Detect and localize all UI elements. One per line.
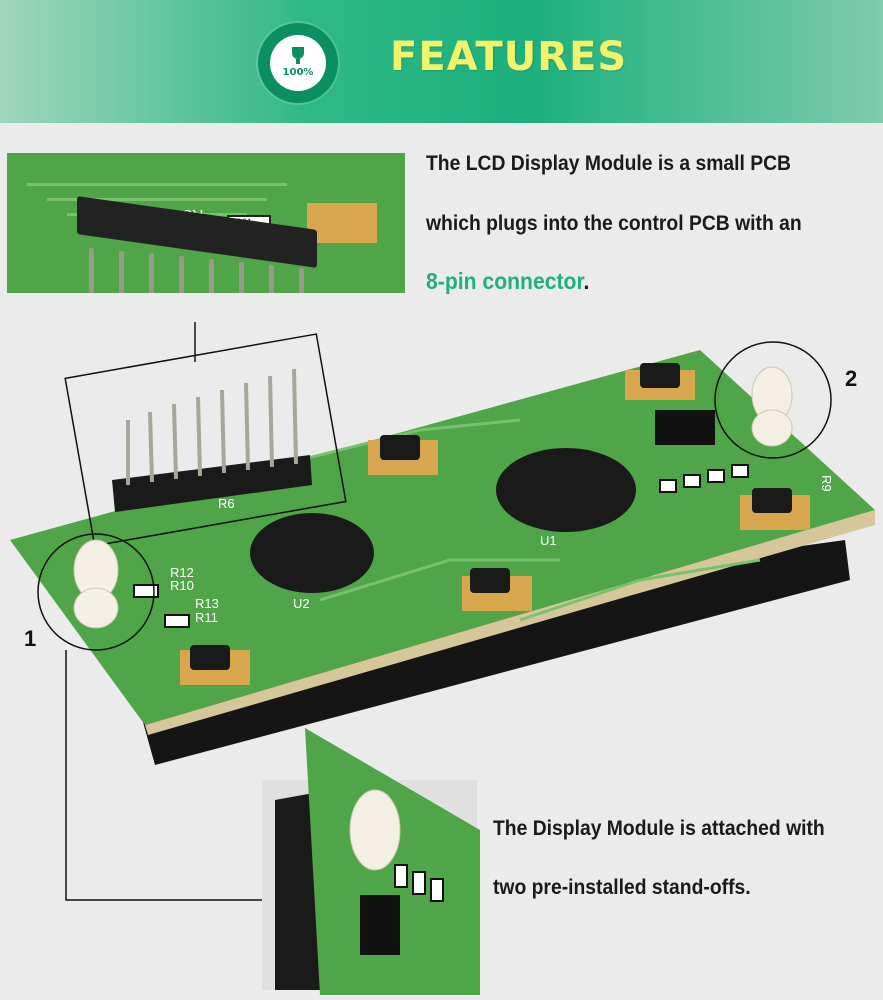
feature-line-3-suffix: . [583, 268, 590, 294]
standoff-closeup [349, 789, 401, 871]
feature-line-1: The LCD Display Module is a small PCB [426, 152, 792, 175]
resistor-component [164, 614, 190, 628]
lcd-housing [120, 540, 850, 765]
chip-u2-blob [250, 513, 374, 593]
standoff-1-callout-circle [37, 533, 155, 651]
callout-number-2: 2 [845, 366, 858, 391]
resistor-component [412, 871, 426, 895]
standoff-2-base [751, 409, 793, 447]
lcd-clip [380, 435, 420, 460]
solder-pad [307, 203, 377, 243]
header-pin [269, 265, 274, 293]
r10-label: R10 [170, 578, 194, 593]
trophy-icon [292, 47, 304, 64]
r6-label: R6 [218, 496, 235, 511]
feature-line-4: The Display Module is attached with [493, 817, 825, 840]
pcb-trace [27, 183, 287, 186]
page-title: FEATURES [390, 34, 628, 80]
resistor-component [394, 864, 408, 888]
pin-header-block [112, 455, 312, 512]
header-pin [172, 403, 178, 480]
connector-highlight-box [64, 333, 347, 547]
header-pin [209, 259, 214, 293]
resistor-component [659, 479, 677, 493]
resistor-component [133, 584, 159, 598]
connector-highlight-text: 8-pin connector [426, 268, 584, 294]
header-pin [239, 262, 244, 293]
callout-number-1: 1 [24, 626, 37, 651]
pcb-trace [319, 558, 560, 602]
pcb-edge [145, 510, 875, 735]
u2-label: U2 [293, 596, 310, 611]
connector-closeup-photo: 101 R8 [7, 153, 405, 293]
badge-inner: 100% [270, 35, 326, 91]
r13-label: R13 [195, 596, 219, 611]
r12-label: R12 [170, 565, 194, 580]
header-pin [244, 382, 250, 471]
resistor-component [731, 464, 749, 478]
header-pin [196, 396, 202, 477]
r11-label: R11 [195, 610, 218, 625]
feature-line-5: two pre-installed stand-offs. [493, 876, 751, 899]
header-pin [299, 268, 304, 293]
pcb-trace [519, 558, 761, 622]
resistor-component [683, 474, 701, 488]
resistor-component [430, 878, 444, 902]
header-pin [119, 251, 124, 293]
ic-chip [655, 410, 715, 445]
pcb-closeup [305, 728, 480, 995]
features-banner: 100% FEATURES [0, 0, 883, 123]
header-pin [89, 248, 94, 293]
pcb-trace [259, 418, 521, 472]
header-pin [220, 389, 226, 474]
header-pin [292, 368, 298, 465]
standoff-leader-line [65, 650, 262, 901]
standoff-1-base [73, 587, 119, 629]
badge-label: 100% [282, 67, 314, 78]
header-pin [179, 256, 184, 293]
standoff-2-callout-circle [714, 341, 832, 459]
r9-label: R9 [819, 475, 834, 492]
resistor-component [707, 469, 725, 483]
header-pin [268, 375, 274, 468]
feature-line-3: 8-pin connector. [426, 268, 589, 295]
chip-u1-blob [496, 448, 636, 532]
quality-badge: 100% [258, 23, 338, 103]
lcd-clip [470, 568, 510, 593]
lcd-clip [640, 363, 680, 388]
feature-line-2: which plugs into the control PCB with an [426, 212, 802, 235]
header-pin [149, 253, 154, 293]
lcd-clip [190, 645, 230, 670]
lcd-clip [752, 488, 792, 513]
header-pin [148, 411, 154, 483]
pcb-trace [47, 198, 267, 201]
ic-chip-closeup [360, 895, 400, 955]
u1-label: U1 [540, 533, 557, 548]
